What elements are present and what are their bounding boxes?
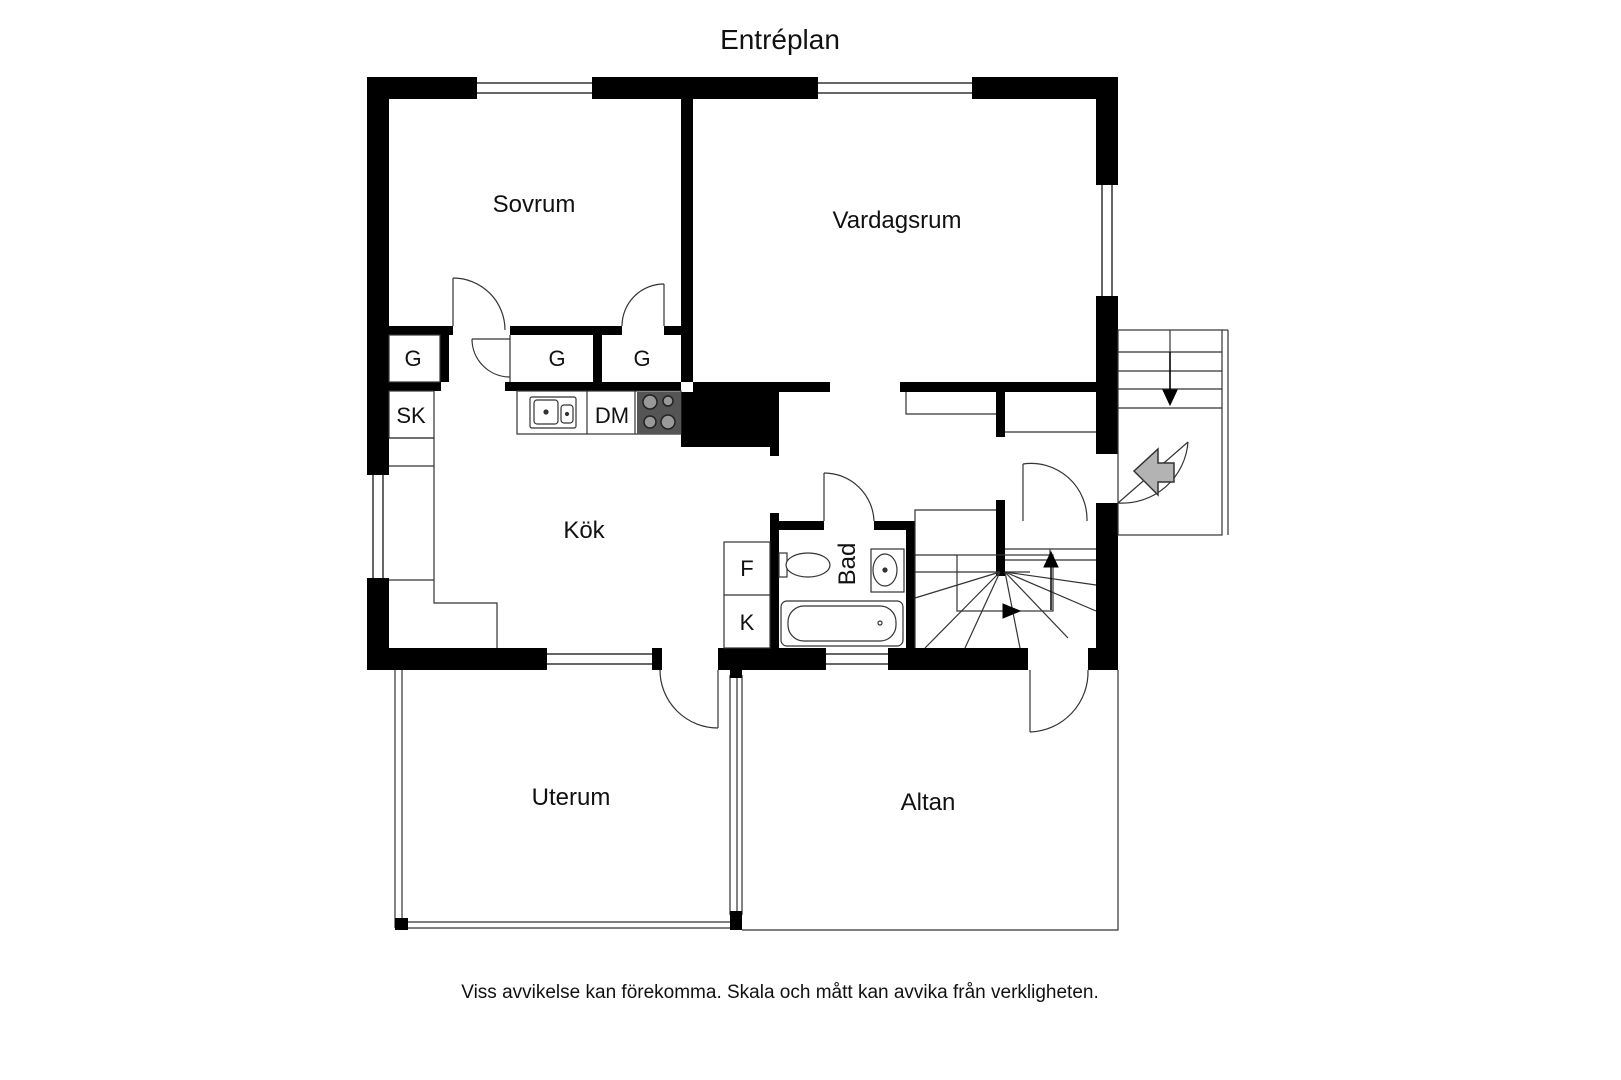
bathtub-icon xyxy=(780,600,904,647)
washbasin-icon xyxy=(870,548,905,593)
uterum-corners xyxy=(395,670,742,930)
fixture-label-g1: G xyxy=(404,346,421,371)
fixture-label-dm: DM xyxy=(595,403,629,428)
fixture-label-g3: G xyxy=(633,346,650,371)
outer-walls xyxy=(367,77,1118,670)
room-label-kok: Kök xyxy=(563,517,605,544)
room-label-altan: Altan xyxy=(901,789,956,816)
fixture-label-g2: G xyxy=(548,346,565,371)
interior-walls xyxy=(389,99,1096,648)
fixture-label-k: K xyxy=(740,610,755,635)
entrance-arrow-icon xyxy=(1132,447,1175,497)
sink-icon xyxy=(529,396,577,429)
toilet-icon xyxy=(778,552,831,578)
stair-arrows xyxy=(1002,352,1178,619)
stove-icon xyxy=(637,392,681,434)
room-label-vardagsrum: Vardagsrum xyxy=(833,207,962,234)
fixture-lines xyxy=(388,329,1229,931)
room-label-sovrum: Sovrum xyxy=(493,191,576,218)
room-label-bad: Bad xyxy=(834,543,861,586)
interior-stair xyxy=(914,509,1097,649)
plan-title: Entréplan xyxy=(720,24,840,55)
room-label-uterum: Uterum xyxy=(532,784,611,811)
windows xyxy=(372,82,1113,665)
fixture-label-f: F xyxy=(740,556,753,581)
disclaimer-text: Viss avvikelse kan förekomma. Skala och … xyxy=(461,982,1099,1003)
fixture-label-sk: SK xyxy=(396,403,426,428)
doors xyxy=(452,277,1189,733)
